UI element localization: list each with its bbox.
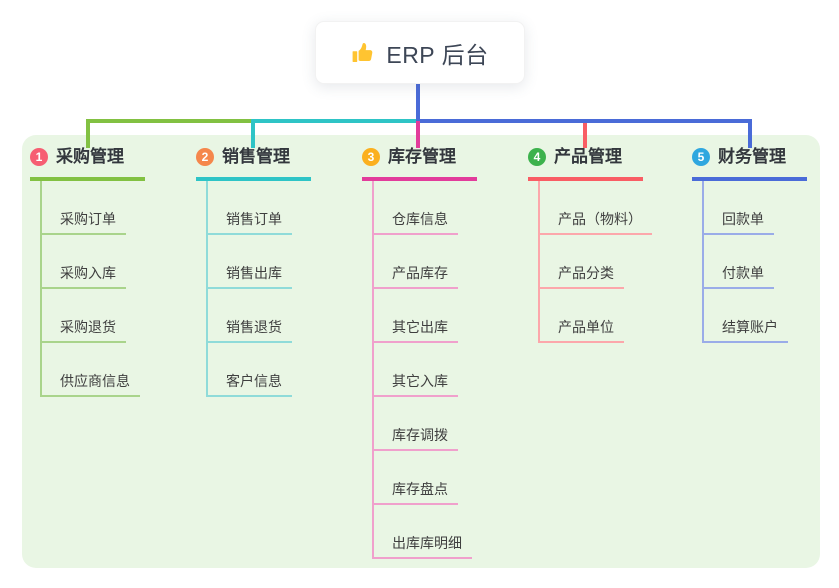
child-node[interactable]: 采购订单 [42,181,126,235]
child-node[interactable]: 产品单位 [540,289,624,343]
branch-node-label: 产品管理 [554,147,622,166]
branch-node-label: 财务管理 [718,147,786,166]
thumbs-up-icon [351,41,375,65]
child-node[interactable]: 回款单 [704,181,774,235]
branch-number-badge: 3 [362,148,380,166]
child-node[interactable]: 出库库明细 [374,505,472,559]
branch-node[interactable]: 4 产品管理 [528,146,643,181]
branch-column: 1 采购管理采购订单采购入库采购退货供应商信息 [30,146,145,397]
root-node[interactable]: ERP 后台 [315,21,525,84]
branch-column: 2 销售管理销售订单销售出库销售退货客户信息 [196,146,311,397]
child-node[interactable]: 产品（物料） [540,181,652,235]
child-node[interactable]: 销售订单 [208,181,292,235]
child-node[interactable]: 库存调拨 [374,397,458,451]
child-node[interactable]: 库存盘点 [374,451,458,505]
child-node[interactable]: 付款单 [704,235,774,289]
child-node[interactable]: 采购入库 [42,235,126,289]
branch-number-badge: 5 [692,148,710,166]
branch-children: 销售订单销售出库销售退货客户信息 [206,181,292,397]
child-node[interactable]: 销售退货 [208,289,292,343]
branch-node[interactable]: 5 财务管理 [692,146,807,181]
branch-children: 采购订单采购入库采购退货供应商信息 [40,181,140,397]
child-node[interactable]: 其它入库 [374,343,458,397]
child-node[interactable]: 客户信息 [208,343,292,397]
child-node[interactable]: 采购退货 [42,289,126,343]
child-node[interactable]: 其它出库 [374,289,458,343]
branch-node-label: 销售管理 [222,147,290,166]
branch-children: 仓库信息产品库存其它出库其它入库库存调拨库存盘点出库库明细 [372,181,472,559]
branch-column: 5 财务管理回款单付款单结算账户 [692,146,807,343]
branch-number-badge: 1 [30,148,48,166]
branch-node[interactable]: 2 销售管理 [196,146,311,181]
branch-number-badge: 2 [196,148,214,166]
root-node-label: ERP 后台 [386,41,489,68]
branch-children: 产品（物料）产品分类产品单位 [538,181,652,343]
branch-children: 回款单付款单结算账户 [702,181,788,343]
branch-column: 4 产品管理产品（物料）产品分类产品单位 [528,146,652,343]
child-node[interactable]: 仓库信息 [374,181,458,235]
child-node[interactable]: 销售出库 [208,235,292,289]
child-node[interactable]: 产品分类 [540,235,624,289]
branch-node-label: 库存管理 [388,147,456,166]
branch-node-label: 采购管理 [56,147,124,166]
child-node[interactable]: 结算账户 [704,289,788,343]
branches-panel [22,135,820,568]
branch-node[interactable]: 1 采购管理 [30,146,145,181]
branch-column: 3 库存管理仓库信息产品库存其它出库其它入库库存调拨库存盘点出库库明细 [362,146,477,559]
child-node[interactable]: 产品库存 [374,235,458,289]
branch-number-badge: 4 [528,148,546,166]
child-node[interactable]: 供应商信息 [42,343,140,397]
branch-node[interactable]: 3 库存管理 [362,146,477,181]
